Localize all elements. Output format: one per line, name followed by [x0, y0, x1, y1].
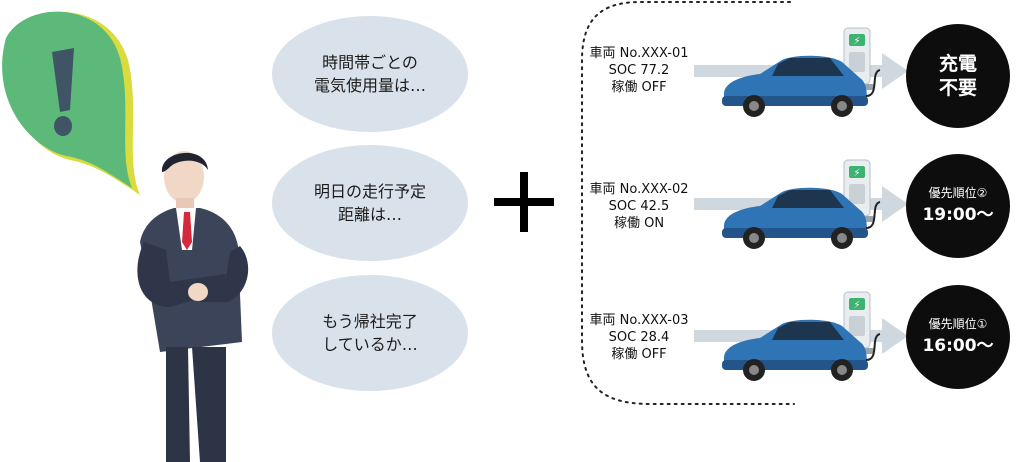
vehicle-id-3: 車両 No.XXX-03 [589, 313, 689, 328]
vehicle-info-3: 車両 No.XXX-03 SOC 28.4 稼働 OFF [584, 312, 694, 363]
vehicle-info-1: 車両 No.XXX-01 SOC 77.2 稼働 OFF [584, 45, 694, 96]
vehicle-soc-2: SOC 42.5 [608, 199, 670, 214]
vehicle-info-2: 車両 No.XXX-02 SOC 42.5 稼働 ON [584, 181, 694, 232]
electric-car-icon [722, 187, 881, 249]
vehicle-soc-3: SOC 28.4 [608, 330, 670, 345]
thought-bubble-electricity: 時間帯ごとの 電気使用量は… [272, 16, 468, 132]
electric-car-icon [722, 55, 881, 117]
vehicle-status-2: 稼働 ON [613, 216, 665, 231]
exclamation-bubble-icon [2, 11, 140, 195]
vehicle-status-1: 稼働 OFF [611, 80, 667, 95]
priority-3: 優先順位① [928, 317, 988, 331]
result-line1-1: 充電 [938, 53, 977, 75]
vehicle-status-3: 稼働 OFF [611, 347, 667, 362]
result-badge-2: 優先順位② 19:00〜 [906, 154, 1010, 258]
thought-bubble-distance: 明日の走行予定 距離は… [272, 145, 468, 261]
priority-2: 優先順位② [928, 186, 988, 200]
svg-text:⚡: ⚡ [853, 36, 860, 47]
thought-distance-text: 明日の走行予定 距離は… [313, 182, 426, 224]
vehicle-id-2: 車両 No.XXX-02 [589, 182, 689, 197]
svg-text:⚡: ⚡ [853, 300, 860, 311]
result-badge-1: 充電 不要 [906, 24, 1010, 128]
svg-text:⚡: ⚡ [853, 168, 860, 179]
result-line2-1: 不要 [938, 77, 977, 99]
time-3: 16:00〜 [922, 336, 994, 356]
thought-bubble-return: もう帰社完了 しているか… [272, 275, 468, 391]
time-2: 19:00〜 [922, 205, 994, 225]
businessman-icon [137, 151, 249, 462]
plus-icon [494, 172, 554, 232]
result-badge-3: 優先順位① 16:00〜 [906, 285, 1010, 389]
vehicle-id-1: 車両 No.XXX-01 [589, 46, 689, 61]
thought-return-text: もう帰社完了 しているか… [322, 312, 418, 354]
electric-car-icon [722, 319, 881, 381]
vehicle-soc-1: SOC 77.2 [608, 63, 670, 78]
thought-electricity-text: 時間帯ごとの 電気使用量は… [313, 53, 426, 95]
dotted-bracket [581, 1, 795, 405]
